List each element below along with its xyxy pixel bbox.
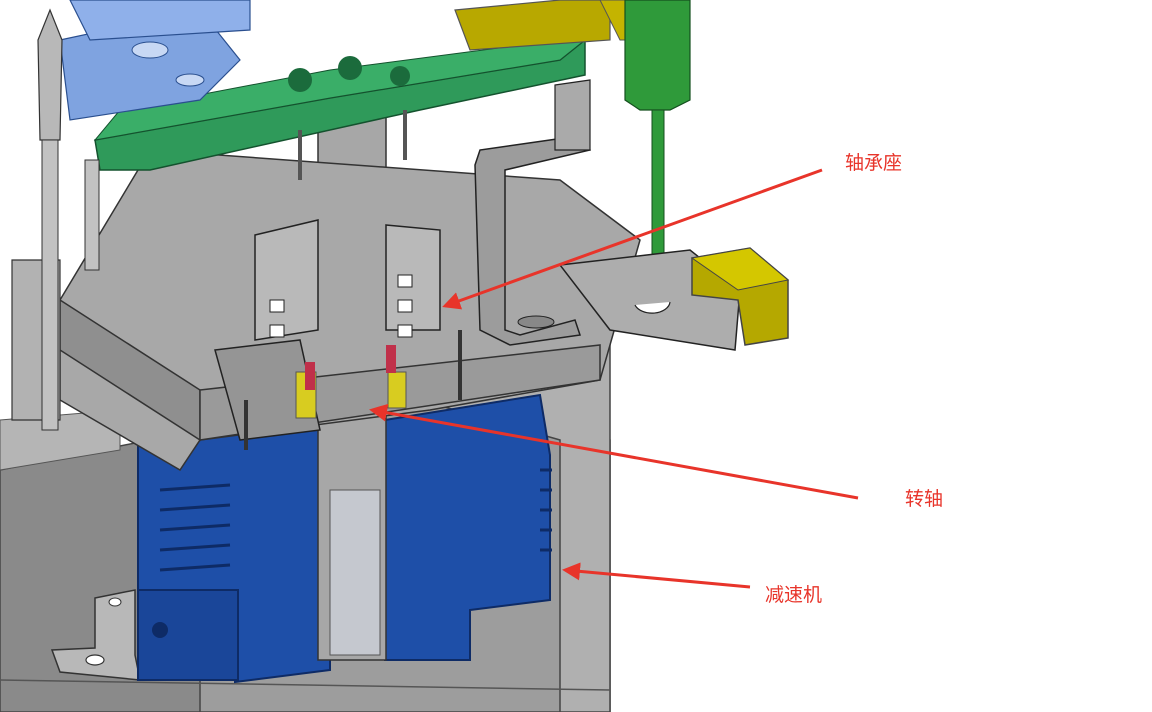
shaft-arrow	[369, 403, 859, 500]
green-top-plate	[93, 38, 587, 180]
bearing-seat-assembly	[214, 219, 462, 450]
mounting-foot	[50, 589, 141, 681]
sensor-bracket	[474, 79, 591, 346]
label-bearing-seat: 轴承座	[845, 152, 903, 174]
bearing-seat-arrow	[442, 168, 823, 310]
annotation-arrows	[369, 168, 859, 589]
guide-rod	[37, 8, 100, 431]
top-discs	[59, 0, 251, 121]
sensor-block	[690, 247, 790, 346]
speed-reducer-body	[137, 393, 552, 684]
reducer-arrow	[562, 562, 751, 589]
label-speed-reducer: 减速机	[765, 584, 823, 606]
label-rotating-shaft: 转轴	[905, 488, 944, 510]
sensor-probe	[624, 0, 691, 286]
